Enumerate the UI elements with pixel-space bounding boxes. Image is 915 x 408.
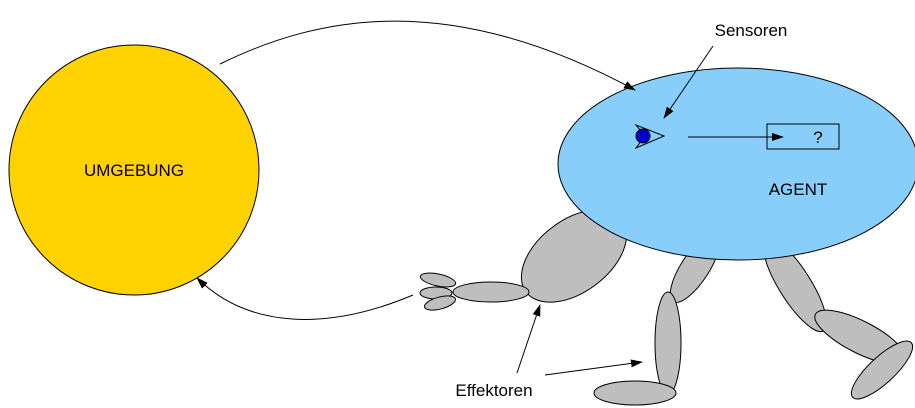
arm-forearm: [453, 282, 529, 302]
front-leg-shin: [655, 292, 681, 394]
perception-arrow: [220, 21, 635, 90]
effectors-pointer-arm: [517, 305, 540, 373]
front-leg-foot: [594, 381, 676, 405]
decision-box-label: ?: [813, 128, 822, 147]
agent-label: AGENT: [769, 180, 828, 199]
effectors-label: Effektoren: [455, 381, 532, 400]
effectors-pointer-leg: [545, 362, 642, 375]
action-arrow: [197, 278, 413, 319]
environment-label: UMGEBUNG: [84, 161, 184, 180]
agent-body: [558, 68, 915, 260]
sensors-label: Sensoren: [715, 21, 788, 40]
